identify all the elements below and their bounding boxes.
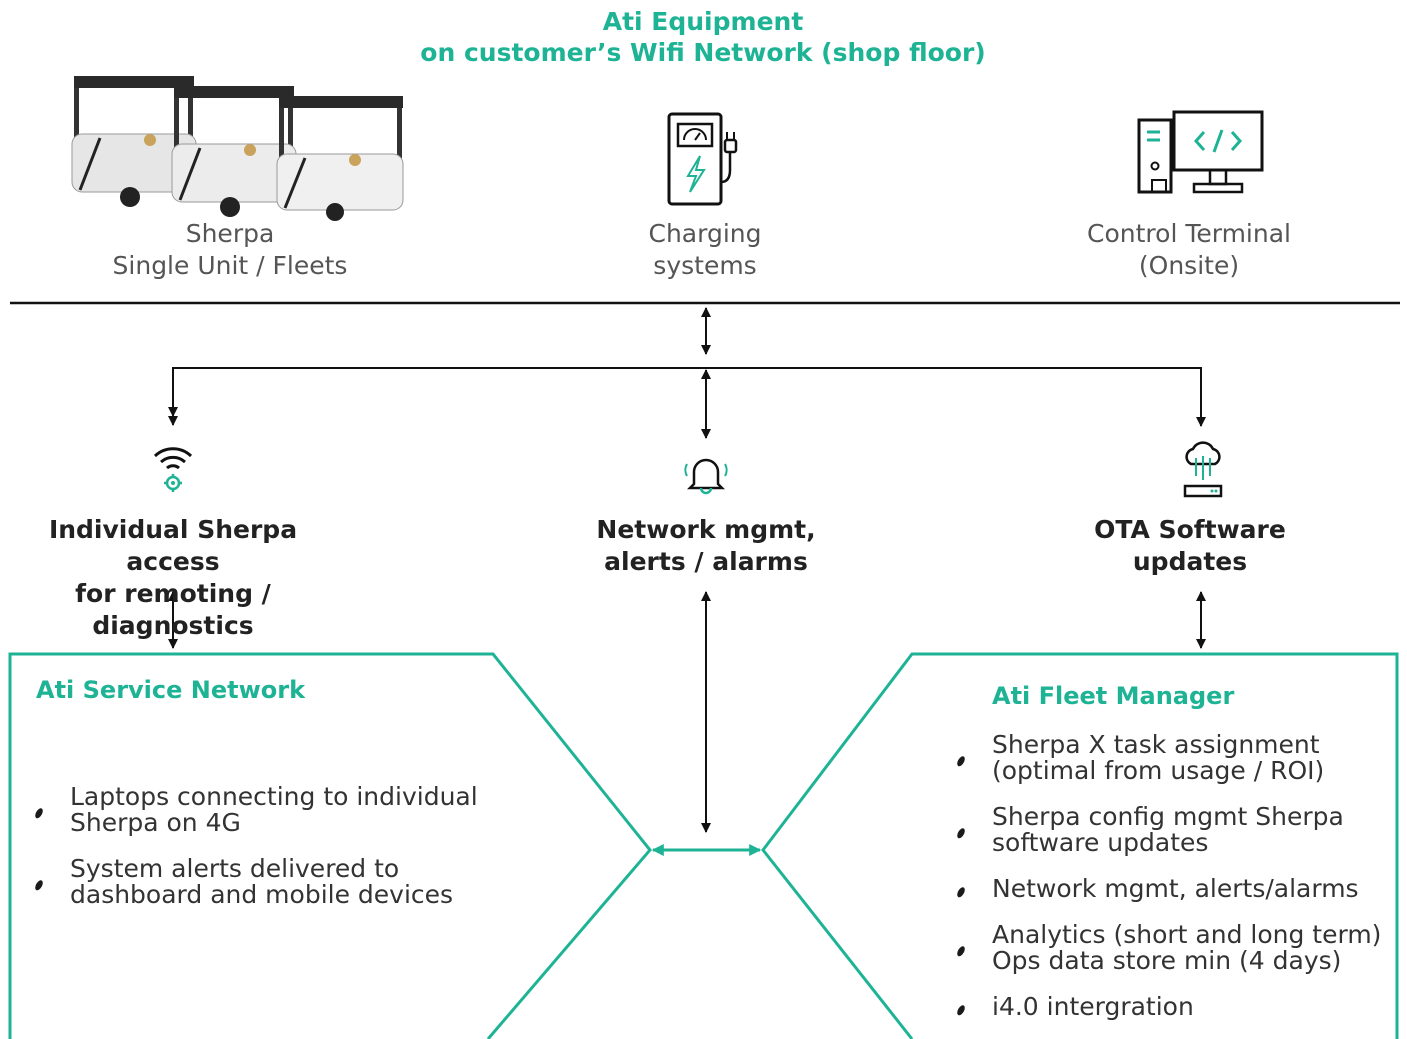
remote-access-label: Individual Sherpa access for remoting / …: [48, 515, 298, 640]
robot-unit: [71, 76, 197, 207]
sherpa-label: Sherpa Single Unit / Fleets: [112, 219, 348, 280]
computer-terminal-icon: [1136, 110, 1266, 200]
fleet-manager-list: Sherpa X task assignment (optimal from u…: [955, 732, 1398, 1020]
bullet-icon: [955, 886, 967, 899]
bullet-icon: [33, 807, 45, 820]
list-item: Laptops connecting to individual Sherpa …: [33, 784, 496, 836]
list-item: i4.0 intergration: [955, 994, 1398, 1020]
list-item: Analytics (short and long term) Ops data…: [955, 922, 1398, 974]
header-line1: Ati Equipment: [602, 7, 804, 36]
fleet-manager-title: Ati Fleet Manager: [992, 682, 1235, 710]
charging-station-icon: [664, 112, 754, 208]
bullet-icon: [955, 1004, 967, 1017]
list-item: System alerts delivered to dashboard and…: [33, 856, 496, 908]
wifi-gear-icon: [150, 440, 196, 494]
list-item: Sherpa X task assignment (optimal from u…: [955, 732, 1398, 784]
fleet-manager-panel-outline: [761, 652, 1399, 1039]
ota-updates-label: OTA Software updates: [1094, 515, 1286, 576]
service-network-panel-outline: [8, 652, 652, 1039]
bullet-icon: [33, 879, 45, 892]
charging-label: Charging systems: [648, 219, 762, 280]
robot-fleet-image: [70, 72, 404, 221]
robot-unit: [276, 96, 404, 221]
bullet-icon: [955, 827, 967, 840]
bullet-icon: [955, 945, 967, 958]
cloud-server-icon: [1181, 440, 1225, 500]
network-alerts-label: Network mgmt, alerts / alarms: [596, 515, 816, 576]
list-item: Network mgmt, alerts/alarms: [955, 876, 1398, 902]
service-network-title: Ati Service Network: [36, 676, 306, 704]
bullet-icon: [955, 755, 967, 768]
service-network-list: Laptops connecting to individual Sherpa …: [33, 784, 496, 908]
bell-icon: [682, 448, 730, 496]
header-line2: on customer’s Wifi Network (shop floor): [420, 38, 986, 67]
list-item: Sherpa config mgmt Sherpa software updat…: [955, 804, 1398, 856]
control-terminal-label: Control Terminal (Onsite): [1087, 219, 1291, 280]
robot-unit: [171, 86, 297, 217]
distribution-line: [168, 367, 1206, 427]
header-title: Ati Equipment on customer’s Wifi Network…: [353, 6, 1053, 68]
